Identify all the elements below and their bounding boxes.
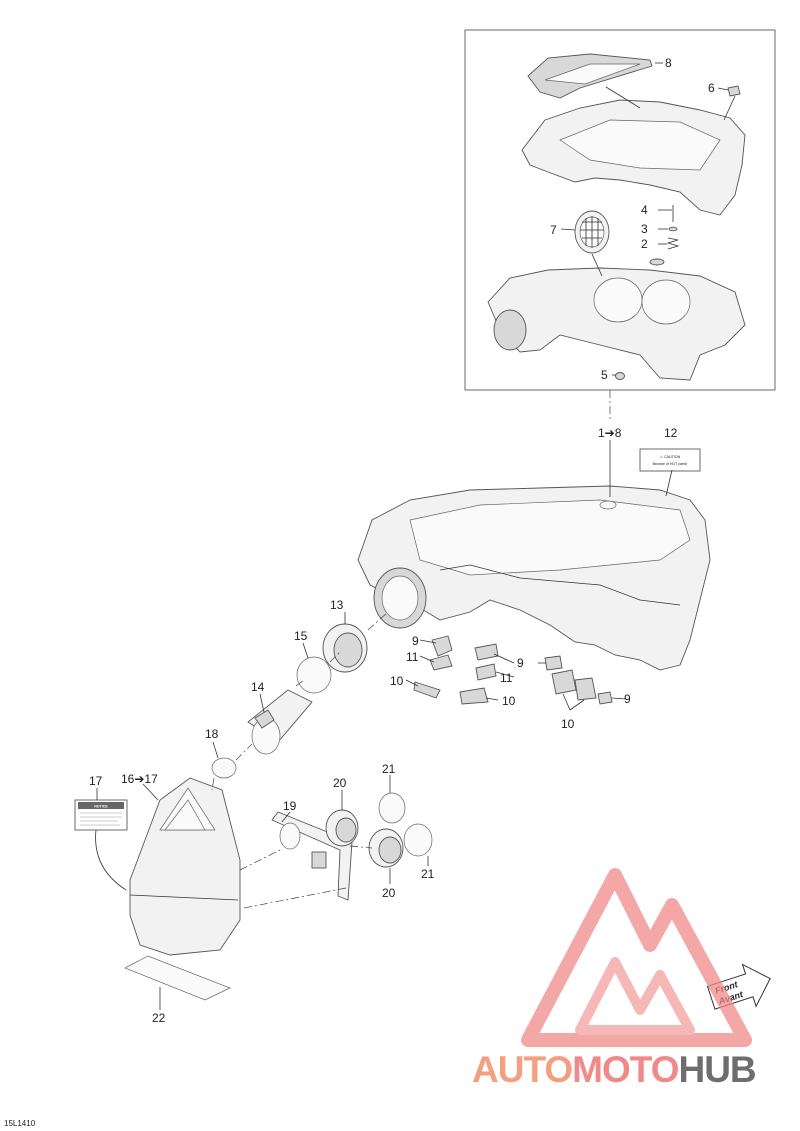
callout-21-bottom: 21 <box>421 867 435 881</box>
part-22-pad <box>124 955 231 1001</box>
part-11-clip-b <box>475 663 497 681</box>
part-18-o-ring <box>211 757 237 779</box>
part-16-filter-housing <box>129 777 241 956</box>
upper-airbox-top-face <box>559 119 721 171</box>
part-12-caution-label: ⚠ CAUTION Beware of HOT parts! <box>639 448 701 472</box>
watermark-logo: AUTOMOTOHUB <box>472 868 757 1090</box>
part-10-clamp-b <box>459 687 489 705</box>
callout-19: 19 <box>283 799 297 813</box>
parts-20-boots <box>325 809 404 868</box>
part-10-clamp-c-left <box>551 669 577 695</box>
detail-inset <box>464 29 776 391</box>
callout-1-to-8: 1➔8 <box>598 426 622 440</box>
assembly-dashed-lines <box>211 390 611 909</box>
callout-6: 6 <box>708 81 715 95</box>
part-5-nut <box>615 372 625 380</box>
main-airbox-mount-point <box>599 500 617 510</box>
main-airbox-seam <box>439 564 681 606</box>
leader-lines <box>95 440 673 1010</box>
part-15-clamp-ring <box>296 656 332 694</box>
inset-leader-lines <box>560 62 736 376</box>
lower-airbox-port-left <box>593 277 643 323</box>
callout-13: 13 <box>330 598 344 612</box>
callout-5: 5 <box>601 368 608 382</box>
callout-11-right: 11 <box>500 671 513 685</box>
watermark-text-auto: AUTO <box>472 1049 572 1090</box>
callout-20-bottom: 20 <box>382 886 396 900</box>
lower-airbox-inlet <box>493 309 527 351</box>
main-airbox-throttle-port-inner <box>381 575 419 621</box>
callout-9-middle: 9 <box>517 656 524 670</box>
part-6-grommet <box>727 85 741 97</box>
clamp-parts <box>413 635 613 705</box>
callout-numbers: 8 6 4 3 2 7 5 1➔8 12 13 15 14 18 17 16➔1… <box>89 56 715 1025</box>
callout-17: 17 <box>89 774 103 788</box>
callout-14: 14 <box>251 680 265 694</box>
callout-9-left: 9 <box>412 634 419 648</box>
callout-15: 15 <box>294 629 308 643</box>
callout-4: 4 <box>641 203 648 217</box>
detail-inset-frame <box>464 29 776 391</box>
callout-21-top: 21 <box>382 762 396 776</box>
callout-20-top: 20 <box>333 776 347 790</box>
part-17-notice-label: NOTICE <box>74 799 128 831</box>
caution-label-line2: Beware of HOT parts! <box>653 462 688 466</box>
part-9-clip-d <box>597 691 613 705</box>
watermark-text-hub: HUB <box>678 1049 755 1090</box>
lower-airbox-port-right <box>641 279 691 325</box>
main-airbox-top-face <box>409 499 691 576</box>
drawing-code: 15L1410 <box>4 1119 36 1128</box>
callout-3: 3 <box>641 222 648 236</box>
callout-12: 12 <box>664 426 678 440</box>
parts-21-clamps <box>378 792 433 857</box>
main-airbox-assembly <box>357 485 711 671</box>
callout-10-right: 10 <box>561 717 575 731</box>
part-10-clamp-c-right <box>574 677 597 701</box>
part-8-cover-inner <box>544 63 641 85</box>
callout-10-left: 10 <box>390 674 404 688</box>
part-9-clip-b <box>474 643 499 661</box>
callout-9-right: 9 <box>624 692 631 706</box>
part-7-filter <box>574 210 610 254</box>
part-13-coupler <box>322 623 368 673</box>
parts-2-3-4-fasteners <box>649 205 680 266</box>
watermark-text-moto: MOTO <box>572 1049 679 1090</box>
callout-2: 2 <box>641 237 648 251</box>
notice-label-title: NOTICE <box>94 805 108 809</box>
callout-10-middle: 10 <box>502 694 516 708</box>
svg-text:AUTOMOTOHUB: AUTOMOTOHUB <box>472 1049 756 1090</box>
part-10-clamp-a <box>413 681 441 699</box>
part-9-clip-c <box>544 655 563 671</box>
caution-label-line1: ⚠ CAUTION <box>660 455 681 459</box>
watermark-triangle-mark <box>521 868 752 1047</box>
part-11-clip-a <box>429 654 453 671</box>
callout-11-left: 11 <box>406 650 419 664</box>
callout-18: 18 <box>205 727 219 741</box>
callout-16-to-17: 16➔17 <box>121 772 158 786</box>
callout-8: 8 <box>665 56 672 70</box>
part-9-clip-a <box>431 635 453 657</box>
callout-22: 22 <box>152 1011 166 1025</box>
part-14-intake-tube <box>247 689 313 755</box>
callout-7: 7 <box>550 223 557 237</box>
